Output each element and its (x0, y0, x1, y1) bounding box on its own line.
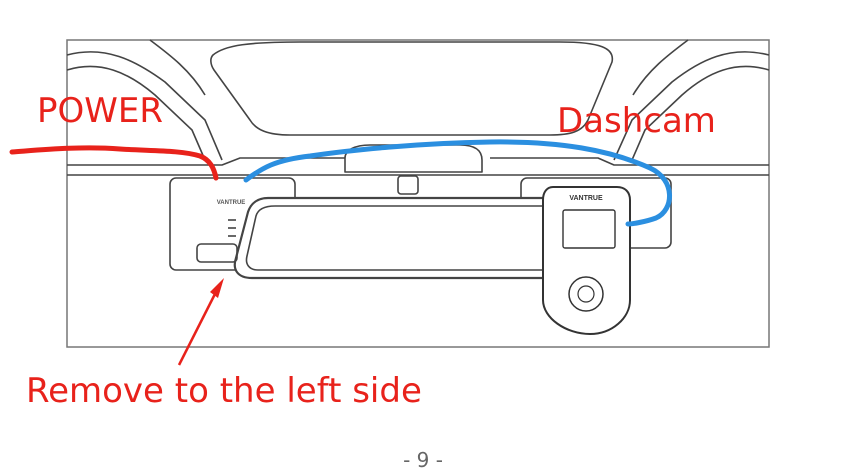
mirror-module-brand-label: VANTRUE (217, 200, 246, 206)
page-number: - 9 - (403, 448, 443, 472)
power-cable-stroke (9, 145, 219, 181)
dashcam-device (542, 186, 631, 336)
arrow-icon (177, 278, 224, 366)
car-interior-lineart (66, 39, 770, 280)
dashcam-cable-stroke (243, 139, 672, 227)
dashcam-annotation: Dashcam (557, 101, 716, 141)
remove-instruction-annotation: Remove to the left side (26, 371, 422, 411)
power-annotation: POWER (37, 91, 163, 131)
dashcam-brand-label: VANTRUE (569, 195, 603, 202)
illustration-frame (66, 39, 770, 348)
